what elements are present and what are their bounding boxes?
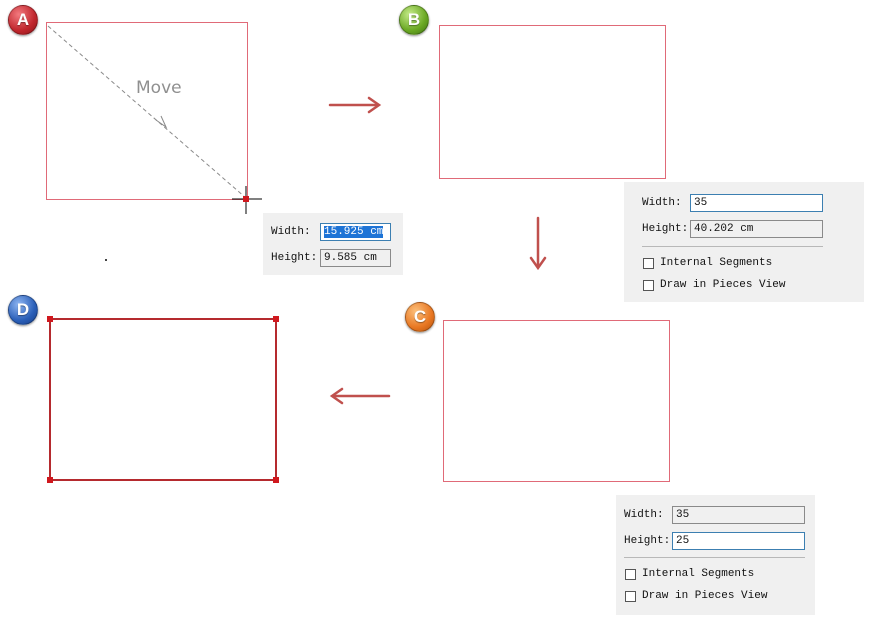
height-input[interactable]: 25 — [672, 532, 805, 550]
draw-in-pieces-view-label: Draw in Pieces View — [660, 279, 786, 291]
arrow-a-to-b — [328, 96, 382, 114]
width-input[interactable]: 35 — [690, 194, 823, 212]
height-input-value: 9.585 cm — [324, 252, 377, 264]
canvas-dot — [105, 259, 107, 261]
step-a-label: A — [16, 10, 30, 29]
dimensions-panel-a: Width: 15.925 cm Height: 9.585 cm — [263, 213, 403, 275]
drag-point-handle[interactable] — [243, 196, 249, 202]
height-label: Height: — [642, 223, 689, 235]
arrow-c-to-d — [329, 387, 391, 405]
corner-handle-top-left[interactable] — [47, 316, 53, 322]
height-input-value: 25 — [676, 535, 690, 547]
move-label: Move — [136, 78, 182, 98]
draw-in-pieces-view-checkbox[interactable] — [643, 280, 654, 291]
width-input-value: 15.925 cm — [324, 226, 384, 238]
arrow-b-to-c — [529, 216, 547, 271]
width-input-value: 35 — [694, 197, 708, 209]
step-c-badge: C — [405, 302, 435, 332]
internal-segments-checkbox[interactable] — [643, 258, 654, 269]
step-c-rectangle[interactable] — [443, 320, 670, 482]
move-arrowhead — [155, 115, 168, 129]
corner-handle-top-right[interactable] — [273, 316, 279, 322]
height-input[interactable]: 9.585 cm — [320, 249, 391, 267]
width-label: Width: — [642, 197, 682, 209]
width-input[interactable]: 35 — [672, 506, 805, 524]
step-b-rectangle[interactable] — [439, 25, 666, 179]
panel-separator — [624, 557, 805, 558]
dimensions-panel-c: Width: 35 Height: 25 Internal Segments D… — [616, 495, 815, 615]
height-label: Height: — [624, 535, 671, 547]
internal-segments-checkbox[interactable] — [625, 569, 636, 580]
move-dashed-line — [47, 25, 247, 199]
width-input-value: 35 — [676, 509, 690, 521]
step-a-badge: A — [8, 5, 38, 35]
width-label: Width: — [624, 509, 664, 521]
draw-in-pieces-view-label: Draw in Pieces View — [642, 590, 768, 602]
step-d-label: D — [16, 300, 30, 319]
panel-separator — [642, 246, 823, 247]
width-input[interactable]: 15.925 cm — [320, 223, 391, 241]
height-input-value: 40.202 cm — [694, 223, 754, 235]
height-label: Height: — [271, 252, 318, 264]
internal-segments-label: Internal Segments — [642, 568, 755, 580]
height-input[interactable]: 40.202 cm — [690, 220, 823, 238]
step-c-label: C — [413, 307, 427, 326]
step-b-badge: B — [399, 5, 429, 35]
step-d-rectangle[interactable] — [49, 318, 277, 481]
internal-segments-label: Internal Segments — [660, 257, 773, 269]
step-a-rectangle[interactable] — [46, 22, 248, 200]
corner-handle-bottom-left[interactable] — [47, 477, 53, 483]
dimensions-panel-b: Width: 35 Height: 40.202 cm Internal Seg… — [624, 182, 864, 302]
draw-in-pieces-view-checkbox[interactable] — [625, 591, 636, 602]
width-label: Width: — [271, 226, 311, 238]
step-d-badge: D — [8, 295, 38, 325]
corner-handle-bottom-right[interactable] — [273, 477, 279, 483]
step-b-label: B — [407, 10, 421, 29]
